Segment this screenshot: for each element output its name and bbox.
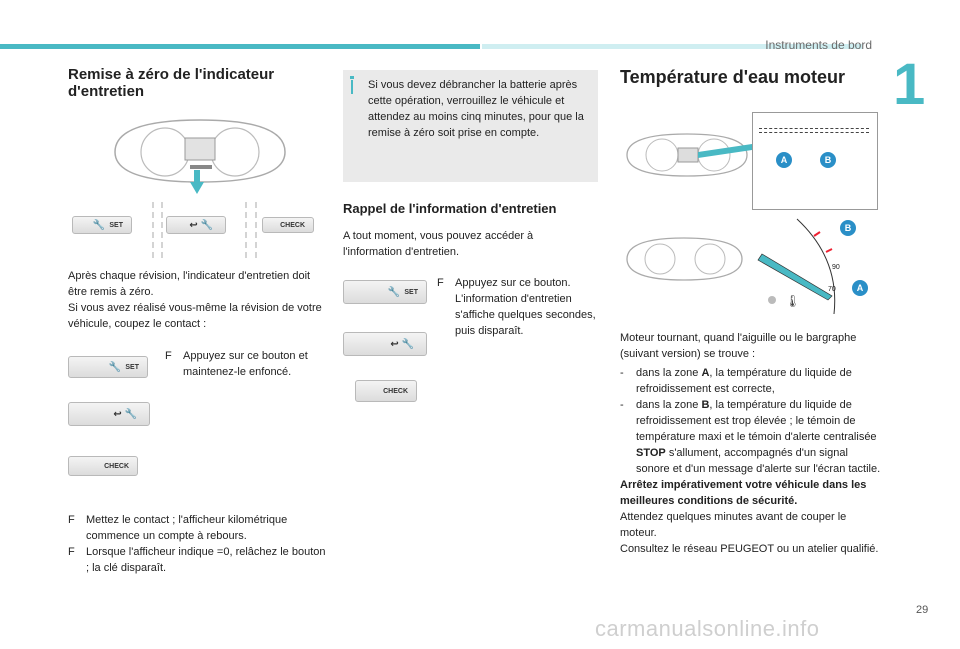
pointer-arrow-icon <box>190 170 204 194</box>
check-button-recall[interactable]: CHECK <box>355 380 417 402</box>
return-wrench-icon: ↩ 🔧 <box>113 408 137 420</box>
cluster-illustration-needle <box>626 218 836 314</box>
return-wrench-icon: ↩ 🔧 <box>189 219 213 231</box>
check-button-large[interactable]: CHECK <box>68 456 138 476</box>
cluster-illustration-bargraph <box>626 133 752 177</box>
top-accent-bar <box>0 44 480 49</box>
after-text-1: Attendez quelques minutes avant de coupe… <box>620 511 847 539</box>
wrench-icon: 🔧 <box>92 219 106 231</box>
gauge-label-70: 70 <box>828 286 836 293</box>
bargraph-gauge-frame <box>752 112 878 210</box>
coolant-temperature-icon: 🌡 <box>785 294 801 308</box>
chapter-number: 1 <box>893 52 926 117</box>
wrench-icon: 🔧 <box>387 286 401 298</box>
watermark: carmanualsonline.info <box>595 616 820 641</box>
zone-b-badge: B <box>840 220 856 236</box>
reset-step-1: F Appuyez sur ce bouton et maintenez-le … <box>165 350 308 378</box>
reset-arrow-button-large[interactable]: ↩ 🔧 <box>68 402 150 426</box>
dashed-guide-lines <box>152 202 257 258</box>
zone-a-badge-top: A <box>776 152 792 168</box>
after-text-2: Consultez le réseau PEUGEOT ou un atelie… <box>620 543 879 555</box>
info-icon <box>351 80 353 94</box>
set-button[interactable]: 🔧SET <box>72 216 132 234</box>
info-icon-dot <box>350 76 354 79</box>
reset-arrow-button-recall[interactable]: ↩ 🔧 <box>343 332 427 356</box>
set-button-large[interactable]: 🔧SET <box>68 356 148 378</box>
page-number: 29 <box>916 604 929 616</box>
reset-section-title: Remise à zéro de l'indicateur d'entretie… <box>68 66 275 100</box>
recall-section-title: Rappel de l'information d'entretien <box>343 201 557 216</box>
check-button[interactable]: CHECK <box>262 217 314 233</box>
gauge-label-90: 90 <box>832 264 840 271</box>
recall-step: F Appuyez sur ce bouton. L'information d… <box>437 277 596 337</box>
zone-a-badge: A <box>852 280 868 296</box>
section-header: Instruments de bord <box>765 38 872 52</box>
zone-b-item: -dans la zone B, la température du liqui… <box>620 399 881 475</box>
wrench-icon: 🔧 <box>108 361 122 373</box>
return-wrench-icon: ↩ 🔧 <box>390 338 414 350</box>
bargraph-scale <box>759 128 869 133</box>
set-button-recall[interactable]: 🔧SET <box>343 280 427 304</box>
zone-a-item: -dans la zone A, la température du liqui… <box>620 367 852 395</box>
info-note-text: Si vous devez débrancher la batterie apr… <box>368 79 584 139</box>
engine-temp-title: Température d'eau moteur <box>620 67 845 87</box>
recall-intro: A tout moment, vous pouvez accéder à l'i… <box>343 230 534 258</box>
info-note-box <box>343 70 598 182</box>
reset-arrow-button[interactable]: ↩ 🔧 <box>166 216 226 234</box>
engine-temp-body: Moteur tournant, quand l'aiguille ou le … <box>620 332 881 555</box>
top-accent-bar-light <box>482 44 862 49</box>
reset-intro: Après chaque révision, l'indicateur d'en… <box>68 270 322 330</box>
instrument-cluster-illustration <box>114 119 286 183</box>
zone-b-badge-top: B <box>820 152 836 168</box>
warning-text: Arrêtez impérativement votre véhicule da… <box>620 479 867 507</box>
